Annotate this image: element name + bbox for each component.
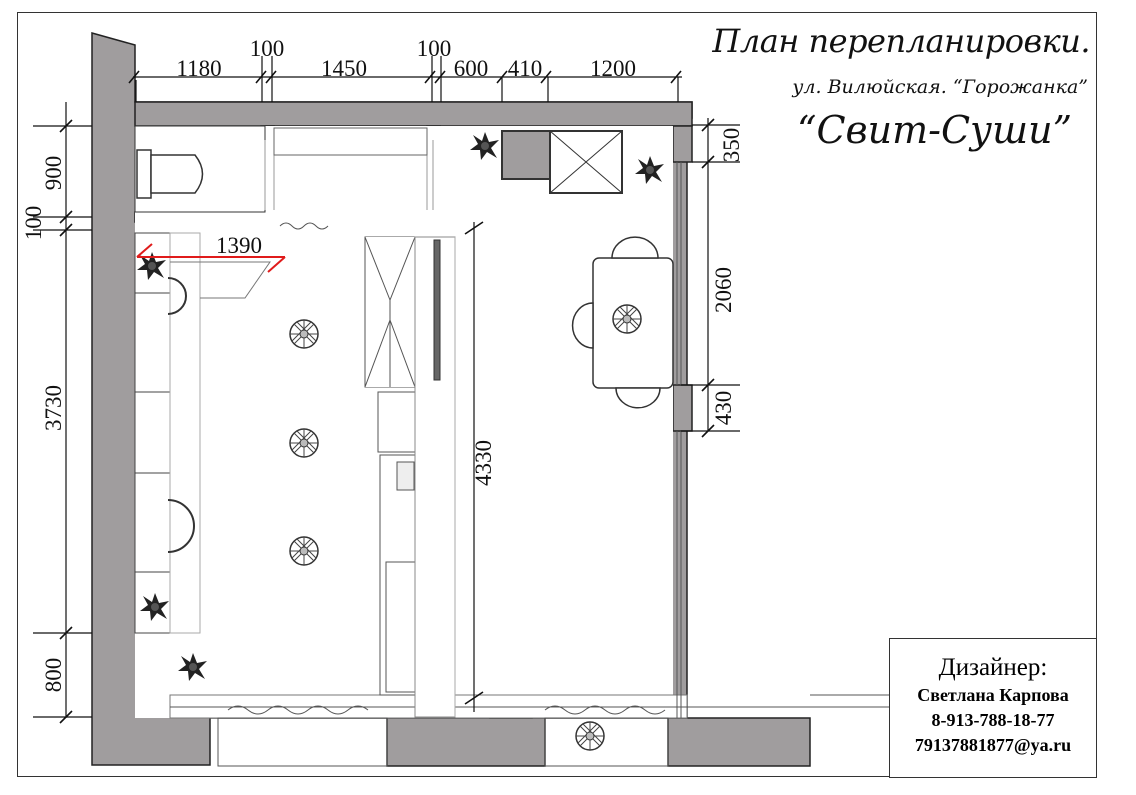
top-wall — [134, 101, 693, 127]
designer-phone: 8-913-788-18-77 — [931, 710, 1055, 730]
corridor-lines — [264, 127, 434, 210]
toilet — [136, 149, 204, 199]
central-equipment — [364, 236, 456, 718]
dim-interior-4330: 4330 — [471, 440, 496, 486]
dim-right-2060: 2060 — [711, 267, 736, 313]
lamp-icon — [289, 428, 319, 458]
dim-left-3730: 3730 — [41, 385, 66, 431]
dim-top-100-b: 100 — [417, 36, 452, 61]
dim-left-800: 800 — [41, 658, 66, 693]
lamp-icon — [612, 304, 642, 334]
bottom-pier-a — [386, 717, 546, 767]
dim-top-600: 600 — [454, 56, 489, 81]
designer-name: Светлана Карпова — [917, 685, 1069, 705]
storage-block — [501, 130, 623, 194]
dim-top-1450: 1450 — [321, 56, 367, 81]
designer-email: 79137881877@ya.ru — [914, 735, 1072, 755]
designer-block: Дизайнер: Светлана Карпова 8-913-788-18-… — [889, 638, 1097, 778]
dim-top-1180: 1180 — [176, 56, 221, 81]
dim-top-1200: 1200 — [590, 56, 636, 81]
drawing-frame — [17, 12, 1097, 777]
bottom-pier-b — [667, 717, 811, 767]
dim-interior-1390: 1390 — [216, 233, 262, 258]
dim-top-410: 410 — [508, 56, 543, 81]
column-top-right — [672, 125, 693, 163]
right-window — [676, 162, 682, 718]
dim-left-900: 900 — [41, 156, 66, 191]
lamp-icon — [289, 319, 319, 349]
left-counter — [134, 232, 271, 634]
interior-width-dimension — [136, 243, 286, 273]
lamp-icon — [575, 721, 605, 751]
dimension-lines — [33, 56, 740, 724]
dim-right-430: 430 — [711, 391, 736, 426]
lamp-icon — [289, 536, 319, 566]
dim-left-100: 100 — [21, 206, 46, 241]
dim-right-350: 350 — [719, 128, 744, 163]
plan-title: План перепланировки. — [712, 22, 1090, 60]
plan-address: ул. Вилюйская. “Горожанка” — [792, 76, 1088, 98]
project-name: “Свит-Суши” — [797, 108, 1072, 152]
dim-top-100-a: 100 — [250, 36, 285, 61]
column-right — [672, 384, 693, 432]
bottom-windows — [170, 222, 890, 767]
designer-heading: Дизайнер: — [938, 654, 1048, 681]
